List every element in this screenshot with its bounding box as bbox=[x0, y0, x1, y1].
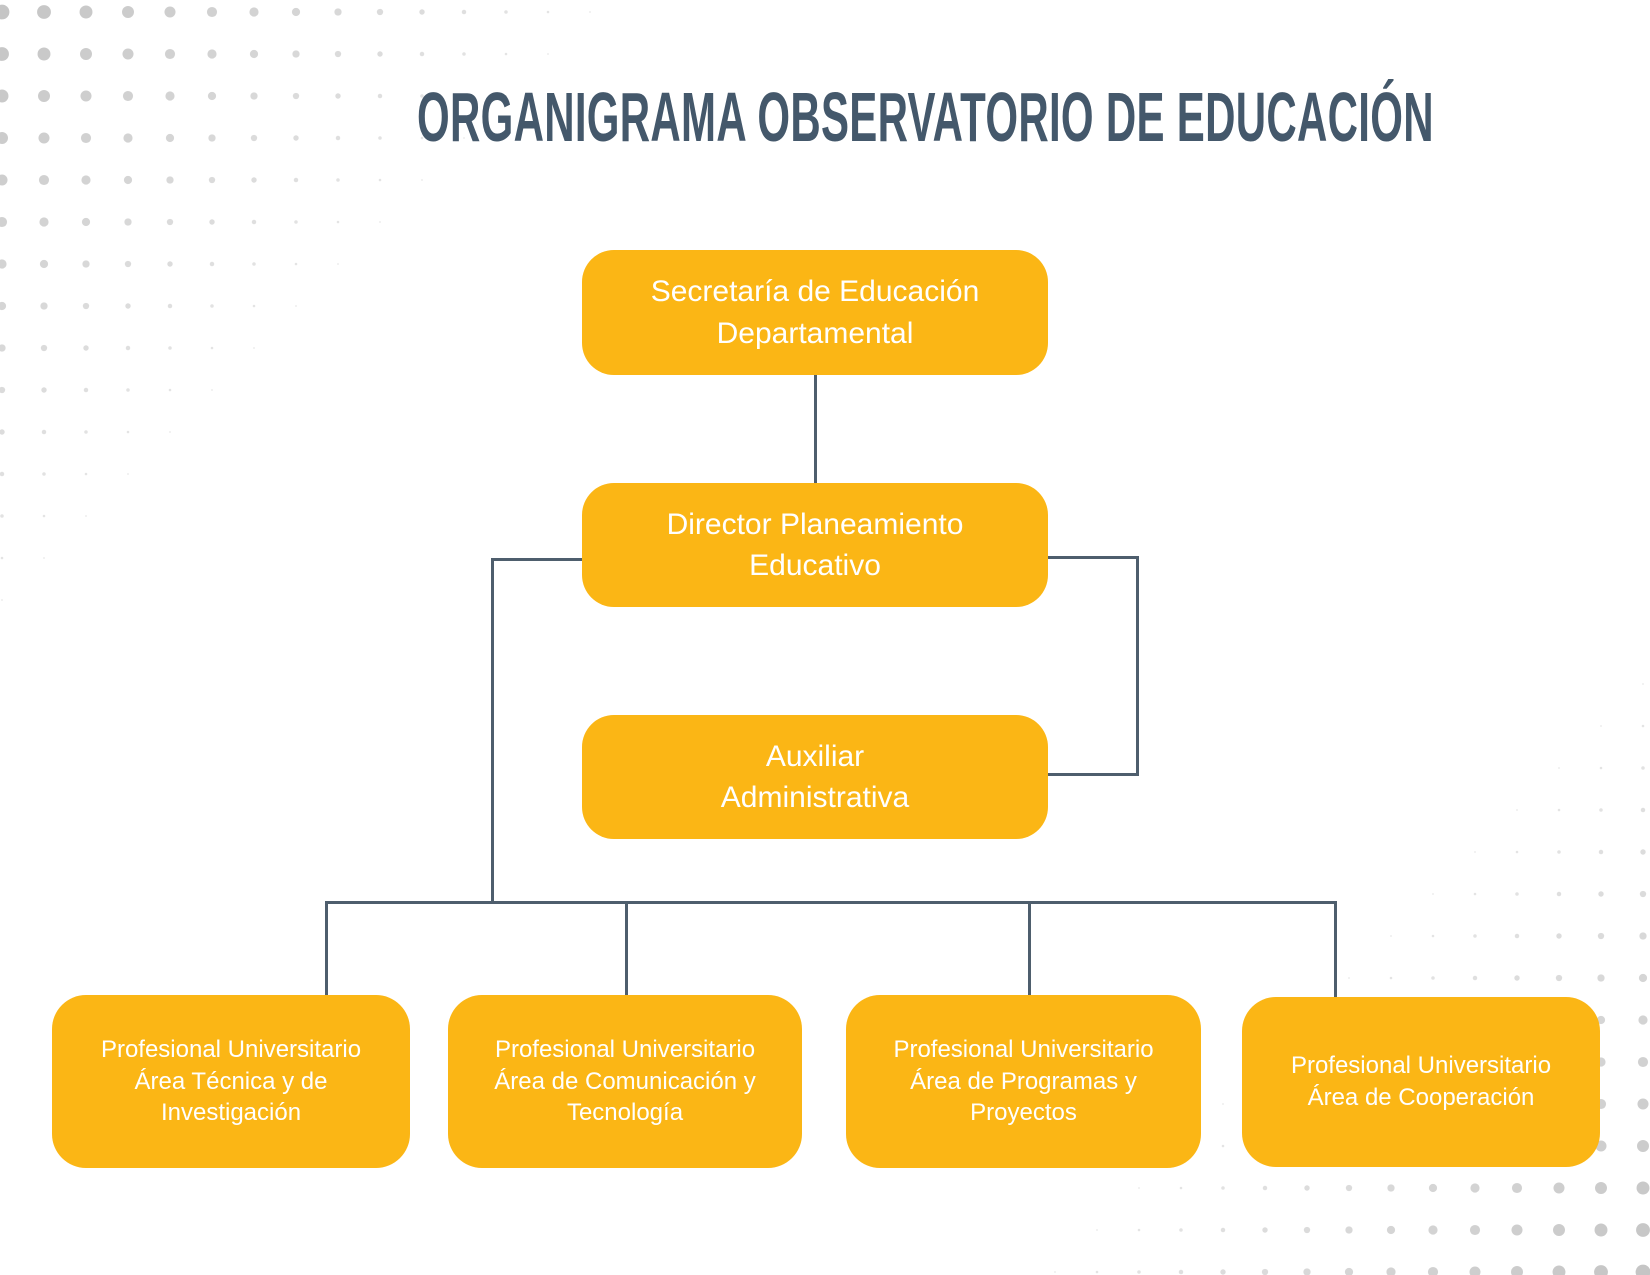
org-node-label-line: Área de Cooperación bbox=[1307, 1084, 1535, 1111]
connector-auxiliar-right-horizontal bbox=[1048, 773, 1139, 776]
org-node-label-line: Educativo bbox=[749, 549, 881, 582]
org-node-label-line: Administrativa bbox=[720, 781, 910, 814]
connector-right-elbow-vertical bbox=[1136, 556, 1139, 776]
org-node-label-line: Profesional Universitario bbox=[100, 1035, 362, 1063]
org-node-label-line: Tecnología bbox=[566, 1099, 684, 1127]
connector-director-right-horizontal bbox=[1048, 556, 1139, 559]
connector-drop-prof-comunicacion bbox=[625, 901, 628, 995]
connector-drop-prof-cooperacion bbox=[1334, 901, 1337, 997]
connector-bottom-row-line bbox=[325, 901, 1337, 904]
org-node-label-line: Área de Comunicación y bbox=[494, 1067, 756, 1095]
org-node-label-line: Área Técnica y de bbox=[134, 1067, 328, 1095]
org-node-label-line: Auxiliar bbox=[765, 739, 865, 773]
org-node-prof-cooperacion: Profesional Universitario Área de Cooper… bbox=[1242, 997, 1600, 1167]
org-node-label-line: Profesional Universitario bbox=[1290, 1052, 1552, 1080]
page-title: ORGANIGRAMA OBSERVATORIO DE EDUCACIÓN bbox=[417, 78, 1434, 156]
org-node-prof-comunicacion: Profesional Universitario Área de Comuni… bbox=[448, 995, 802, 1168]
org-node-prof-tecnica: Profesional Universitario Área Técnica y… bbox=[52, 995, 410, 1168]
connector-director-left-vertical bbox=[491, 558, 494, 903]
org-node-label-line: Área de Programas y bbox=[910, 1067, 1137, 1095]
connector-director-left-horizontal bbox=[491, 558, 582, 561]
org-node-label-line: Director Planeamiento bbox=[666, 507, 964, 541]
connector-secretaria-director bbox=[814, 375, 817, 483]
org-node-prof-programas: Profesional Universitario Área de Progra… bbox=[846, 995, 1201, 1168]
org-node-label-line: Investigación bbox=[160, 1099, 302, 1127]
org-node-secretaria: Secretaría de Educación Departamental bbox=[582, 250, 1048, 375]
connector-drop-prof-programas bbox=[1028, 901, 1031, 995]
org-node-director: Director Planeamiento Educativo bbox=[582, 483, 1048, 607]
org-node-label-line: Profesional Universitario bbox=[494, 1035, 756, 1063]
org-node-label-line: Departamental bbox=[716, 316, 914, 350]
org-node-label-line: Proyectos bbox=[970, 1099, 1077, 1127]
org-node-label-line: Profesional Universitario bbox=[893, 1035, 1154, 1063]
org-node-auxiliar: Auxiliar Administrativa bbox=[582, 715, 1048, 839]
connector-drop-prof-tecnica bbox=[325, 901, 328, 995]
org-node-label-line: Secretaría de Educación bbox=[650, 275, 980, 309]
